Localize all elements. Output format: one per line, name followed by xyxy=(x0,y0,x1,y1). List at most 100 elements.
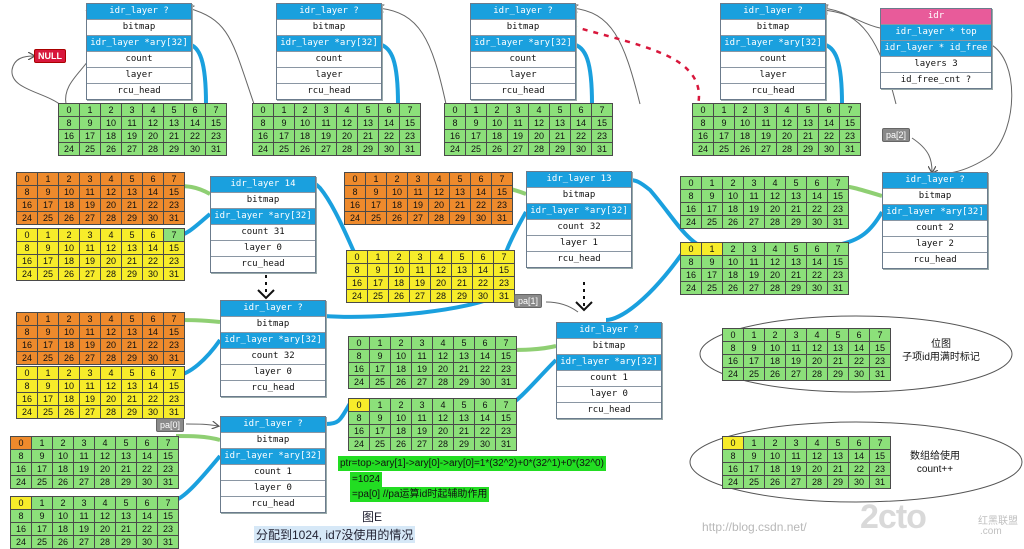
grid-cell: 10 xyxy=(294,116,316,130)
grid-cell: 29 xyxy=(785,215,807,229)
grid-cell: 4 xyxy=(806,328,828,342)
grid-cell: 15 xyxy=(399,116,421,130)
node-ary-field: idr_layer *ary[32] xyxy=(221,332,325,348)
grid-cell: 6 xyxy=(136,436,158,450)
grid-cell: 6 xyxy=(142,172,164,186)
legend-count-line1: 数组给使用 xyxy=(910,451,960,462)
grid-cell: 19 xyxy=(507,129,529,143)
grid-cell: 29 xyxy=(121,211,143,225)
grid-cell: 10 xyxy=(388,263,410,277)
grid-cell: 1 xyxy=(37,172,59,186)
grid-cell: 29 xyxy=(453,375,475,389)
grid-cell: 4 xyxy=(100,312,122,326)
grid-cell: 22 xyxy=(848,462,870,476)
node-title: idr_layer 14 xyxy=(211,177,315,192)
node-field: count 32 xyxy=(527,219,631,235)
grid-cell: 30 xyxy=(136,535,158,549)
grid-cell: 9 xyxy=(701,255,723,269)
grid-cell: 8 xyxy=(252,116,274,130)
grid-cell: 29 xyxy=(827,367,849,381)
grid-cell: 11 xyxy=(79,325,101,339)
grid-cell: 7 xyxy=(827,242,849,256)
grid-cell: 20 xyxy=(806,354,828,368)
grid-cell: 20 xyxy=(336,129,358,143)
grid-cell: 8 xyxy=(58,116,80,130)
grid-cell: 21 xyxy=(827,354,849,368)
grid-cell: 0 xyxy=(16,312,38,326)
grid-cell: 3 xyxy=(743,242,765,256)
grid-cell: 19 xyxy=(79,254,101,268)
grid-cell: 12 xyxy=(94,509,116,523)
grid-cell: 22 xyxy=(142,198,164,212)
node-title: idr_layer ? xyxy=(277,4,381,19)
grid-cell: 20 xyxy=(432,362,454,376)
grid-cell: 12 xyxy=(94,449,116,463)
grid-cell: 25 xyxy=(369,437,391,451)
grid-cell: 16 xyxy=(348,424,370,438)
grid-cell: 1 xyxy=(365,172,387,186)
grid-cell: 31 xyxy=(205,142,227,156)
grid-cell: 1 xyxy=(37,312,59,326)
node-field: rcu_head xyxy=(211,256,315,272)
grid-cell: 10 xyxy=(58,185,80,199)
grid-cell: 0 xyxy=(348,398,370,412)
grid-cell: 22 xyxy=(142,392,164,406)
grid-cell: 23 xyxy=(157,462,179,476)
grid-cell: 0 xyxy=(10,436,32,450)
node-ary-field: idr_layer *ary[32] xyxy=(883,204,987,220)
node-field: count xyxy=(277,51,381,67)
grid-cell: 8 xyxy=(344,185,366,199)
grid-cell: 16 xyxy=(58,129,80,143)
grid-cell: 30 xyxy=(470,211,492,225)
grid-cell: 15 xyxy=(839,116,861,130)
grid-cell: 10 xyxy=(58,241,80,255)
grid-cell: 8 xyxy=(692,116,714,130)
grid-cell: 20 xyxy=(432,424,454,438)
grid-cell: 31 xyxy=(869,475,891,489)
grid-cell: 4 xyxy=(764,176,786,190)
grid-cell: 25 xyxy=(369,375,391,389)
grid-cell: 6 xyxy=(806,176,828,190)
idr-layers-field: layers 3 xyxy=(881,56,991,72)
grid-cell: 4 xyxy=(776,103,798,117)
node-field: layer 0 xyxy=(557,386,661,402)
grid-cell: 1 xyxy=(79,103,101,117)
grid-cell: 21 xyxy=(115,462,137,476)
node-title: idr_layer ? xyxy=(557,323,661,338)
grid-cell: 28 xyxy=(764,281,786,295)
grid-cell: 27 xyxy=(79,267,101,281)
grid-cell: 19 xyxy=(407,198,429,212)
grid-cell: 1 xyxy=(273,103,295,117)
grid-cell: 3 xyxy=(79,312,101,326)
node-field: layer 0 xyxy=(221,364,325,380)
grid-cell: 6 xyxy=(142,312,164,326)
grid-cell: 4 xyxy=(94,436,116,450)
grid-cell: 25 xyxy=(365,211,387,225)
grid-cell: 30 xyxy=(806,281,828,295)
grid-cell: 26 xyxy=(100,142,122,156)
grid-cell: 3 xyxy=(73,436,95,450)
grid-cell: 18 xyxy=(764,354,786,368)
grid-cell: 28 xyxy=(432,375,454,389)
grid-cell: 12 xyxy=(336,116,358,130)
grid-cell: 16 xyxy=(10,522,32,536)
grid-cell: 30 xyxy=(184,142,206,156)
grid-cell: 12 xyxy=(100,379,122,393)
grid-cell: 12 xyxy=(764,189,786,203)
grid-cell: 24 xyxy=(58,142,80,156)
grid-cell: 22 xyxy=(378,129,400,143)
pa2-label: pa[2] xyxy=(882,128,911,142)
grid-cell: 5 xyxy=(121,228,143,242)
grid-cell: 27 xyxy=(755,142,777,156)
grid-cell: 22 xyxy=(472,276,494,290)
grid-cell: 18 xyxy=(722,202,744,216)
grid-cell: 6 xyxy=(184,103,206,117)
node-field: rcu_head xyxy=(527,251,631,267)
grid-cell: 6 xyxy=(570,103,592,117)
grid-cell: 27 xyxy=(743,281,765,295)
grid-cell: 25 xyxy=(37,405,59,419)
grid-cell: 25 xyxy=(37,351,59,365)
